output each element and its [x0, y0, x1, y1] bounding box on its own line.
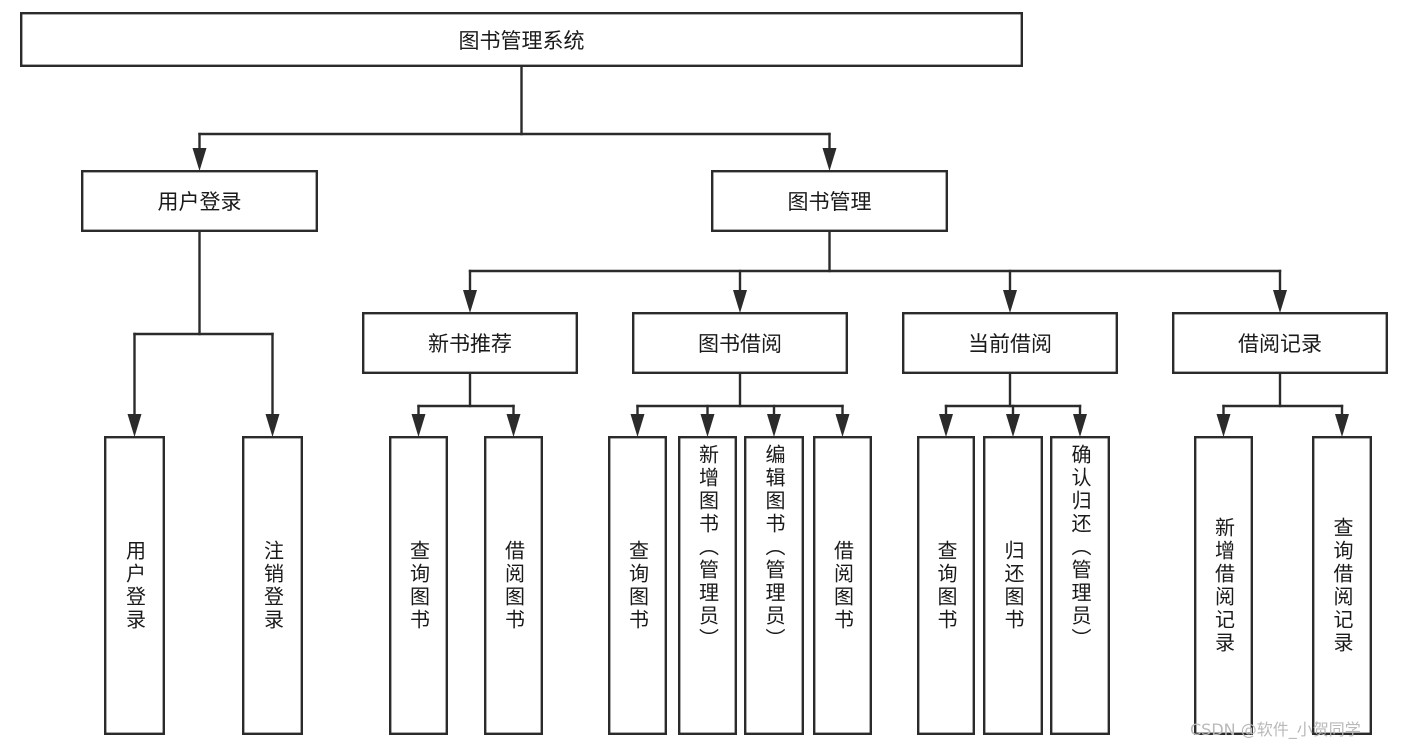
arrow-head-leaf-logout	[265, 414, 280, 437]
node-box-leaf-add-record[interactable]	[1193, 436, 1253, 736]
arrow-head-leaf-borrow-book-b	[835, 414, 850, 437]
node-box-leaf-query-book-a[interactable]	[389, 436, 449, 736]
arrow-head-book-borrow	[733, 290, 747, 313]
arrow-head-leaf-add-record	[1216, 414, 1231, 437]
arrow-head-leaf-query-book-a	[411, 414, 426, 437]
node-box-current-borrow[interactable]	[902, 312, 1119, 375]
node-box-leaf-edit-book[interactable]	[744, 436, 805, 736]
connector-current-borrow-to-leaves	[939, 372, 1087, 437]
node-box-leaf-logout[interactable]	[241, 436, 303, 736]
connector-root-to-level2	[192, 65, 837, 171]
node-box-book-manage[interactable]	[711, 169, 949, 232]
arrow-head-leaf-borrow-book-a	[506, 414, 521, 437]
node-box-borrow-records[interactable]	[1171, 312, 1388, 375]
node-box-leaf-query-book-c[interactable]	[917, 436, 976, 736]
connector-user-login-to-leaves	[127, 230, 280, 437]
arrow-head-leaf-return-book	[1006, 414, 1020, 437]
node-box-layer	[20, 11, 1388, 736]
arrow-head-leaf-query-book-c	[939, 414, 953, 437]
node-box-book-borrow[interactable]	[632, 312, 849, 375]
node-box-leaf-user-login[interactable]	[103, 436, 165, 736]
node-box-root[interactable]	[20, 11, 1023, 67]
arrow-head-new-book-recommend	[463, 290, 477, 313]
arrow-head-leaf-edit-book	[767, 414, 781, 437]
arrow-head-borrow-records	[1273, 290, 1287, 313]
node-box-leaf-confirm-return[interactable]	[1049, 436, 1110, 736]
arrow-head-book-manage	[822, 148, 837, 171]
arrow-head-leaf-confirm-return	[1073, 414, 1087, 437]
node-box-leaf-borrow-book-b[interactable]	[813, 436, 873, 736]
connector-new-book-recommend-to-leaves	[411, 372, 521, 437]
arrow-head-current-borrow	[1003, 290, 1017, 313]
node-box-leaf-query-record[interactable]	[1311, 436, 1372, 736]
arrow-head-leaf-user-login	[127, 414, 142, 437]
connector-layer	[127, 65, 1349, 437]
connector-book-borrow-to-leaves	[630, 372, 850, 437]
node-box-leaf-borrow-book-a[interactable]	[484, 436, 544, 736]
node-box-leaf-query-book-b[interactable]	[608, 436, 668, 736]
arrow-head-leaf-query-record	[1335, 414, 1349, 437]
arrow-head-leaf-add-book	[700, 414, 715, 437]
arrow-head-leaf-query-book-b	[630, 414, 645, 437]
node-box-leaf-return-book[interactable]	[983, 436, 1044, 736]
node-box-new-book-recommend[interactable]	[362, 312, 579, 375]
arrow-head-user-login	[192, 148, 207, 171]
connector-borrow-records-to-leaves	[1216, 372, 1349, 437]
connector-book-manage-to-level3	[463, 230, 1287, 313]
node-box-leaf-add-book[interactable]	[678, 436, 738, 736]
node-box-user-login[interactable]	[80, 169, 319, 232]
